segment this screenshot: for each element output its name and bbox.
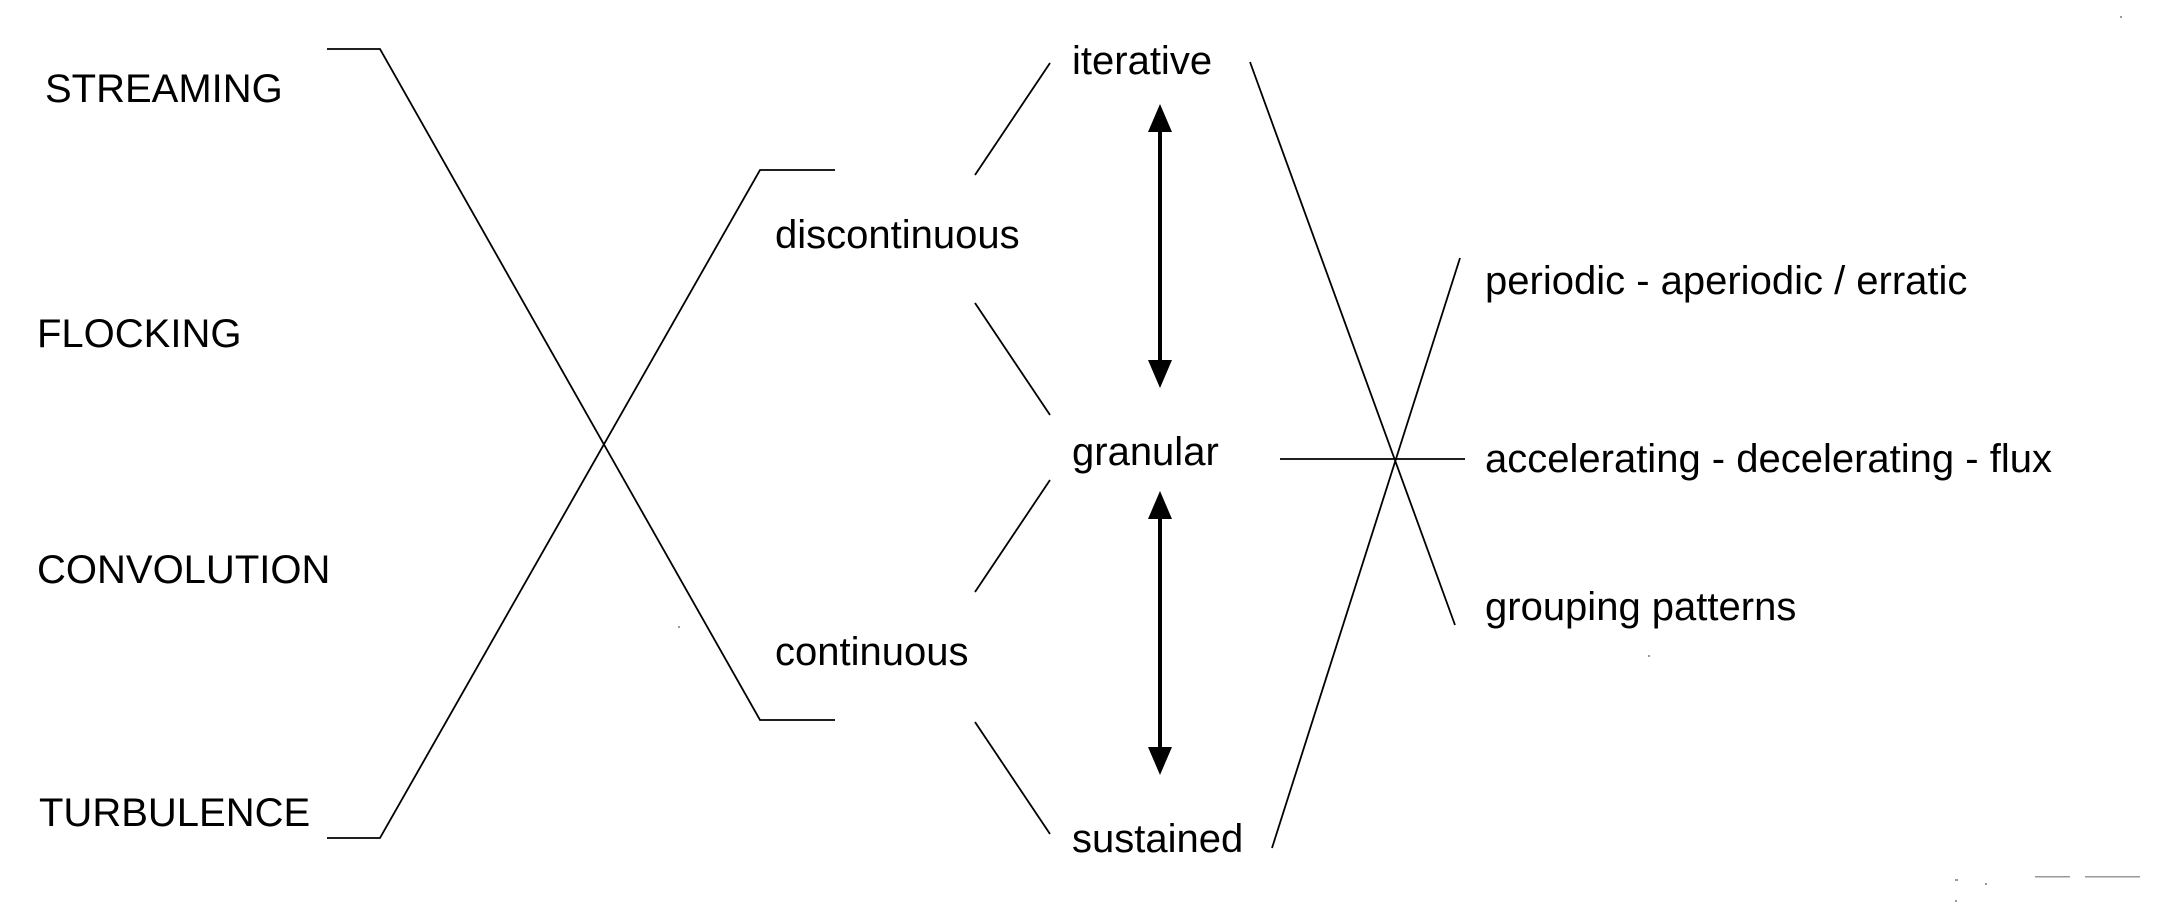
connector-continuous-sustained bbox=[974, 721, 1051, 835]
label-continuous: continuous bbox=[775, 630, 968, 674]
connector-continuous-granular bbox=[974, 479, 1051, 593]
connector-sustained-periodic bbox=[1271, 257, 1461, 849]
label-convolution: CONVOLUTION bbox=[37, 548, 330, 592]
label-turbulence: TURBULENCE bbox=[39, 791, 310, 835]
connector-discontinuous-granular bbox=[974, 302, 1051, 416]
label-sustained: sustained bbox=[1072, 817, 1243, 861]
label-flocking: FLOCKING bbox=[37, 312, 241, 356]
label-iterative: iterative bbox=[1072, 39, 1212, 83]
label-periodic-aperiodic: periodic - aperiodic / erratic bbox=[1485, 259, 1967, 303]
connector-iterative-grouping bbox=[1249, 61, 1456, 626]
double-arrow-granular-sustained bbox=[1148, 491, 1172, 775]
connector-turbulence-discontinuous bbox=[327, 169, 835, 839]
label-streaming: STREAMING bbox=[45, 67, 283, 111]
connector-discontinuous-iterative bbox=[974, 62, 1051, 176]
scan-specks bbox=[678, 16, 2140, 902]
label-grouping-patterns: grouping patterns bbox=[1485, 585, 1796, 629]
label-granular: granular bbox=[1072, 430, 1219, 474]
label-accelerating-decelerating: accelerating - decelerating - flux bbox=[1485, 437, 2052, 481]
double-arrow-iterative-granular bbox=[1148, 104, 1172, 388]
connector-streaming-continuous bbox=[327, 48, 835, 721]
label-discontinuous: discontinuous bbox=[775, 213, 1020, 257]
